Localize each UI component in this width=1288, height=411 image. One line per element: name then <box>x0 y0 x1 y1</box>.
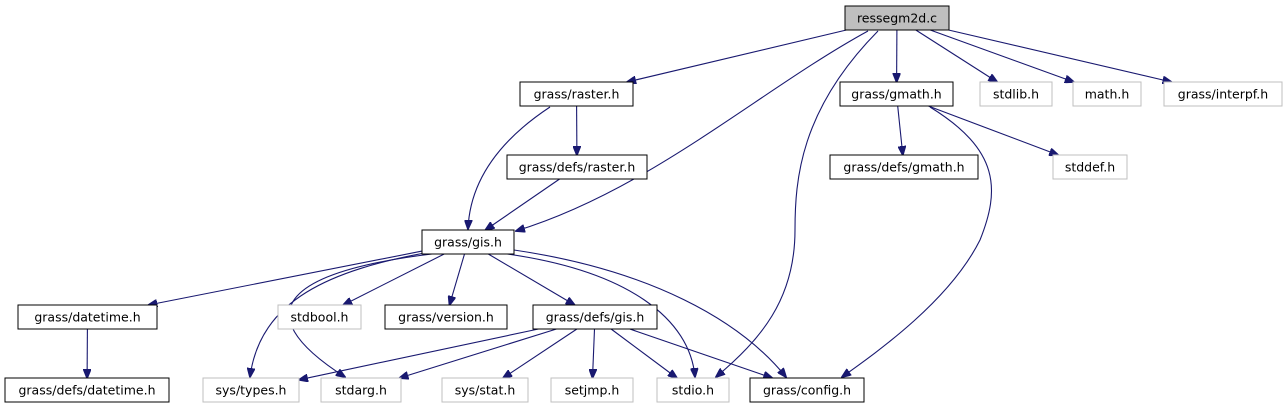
node-label: stddef.h <box>1065 160 1115 175</box>
edge-defsgis-to-systypes <box>299 328 539 380</box>
node-box <box>384 304 508 330</box>
node-sysstat: sys/stat.h <box>441 377 529 403</box>
edge-defsraster-to-gis <box>485 178 560 230</box>
node-box <box>979 81 1053 107</box>
edge-defsgis-to-stdio <box>610 328 677 378</box>
node-label: stdio.h <box>672 383 714 398</box>
edge-gis-to-stdarg <box>288 252 441 377</box>
edge-defsgis-to-config <box>629 328 772 378</box>
edge-root-to-gis <box>516 30 869 231</box>
node-gmath[interactable]: grass/gmath.h <box>839 81 954 107</box>
node-box <box>829 154 979 180</box>
edge-gis-to-defsgis <box>488 253 574 305</box>
node-defsgmath[interactable]: grass/defs/gmath.h <box>829 154 979 180</box>
node-label: grass/defs/gmath.h <box>843 160 964 175</box>
node-label: grass/gmath.h <box>851 87 941 102</box>
node-raster[interactable]: grass/raster.h <box>519 81 634 107</box>
node-gis[interactable]: grass/gis.h <box>421 229 515 255</box>
node-math: math.h <box>1072 81 1142 107</box>
node-box <box>532 304 658 330</box>
node-config[interactable]: grass/config.h <box>749 377 865 403</box>
node-box <box>202 377 300 403</box>
node-label: grass/defs/datetime.h <box>18 383 155 398</box>
node-box <box>320 377 402 403</box>
node-stdlib: stdlib.h <box>979 81 1053 107</box>
edge-root-to-interpf <box>948 29 1172 82</box>
node-box <box>749 377 865 403</box>
node-label: grass/raster.h <box>534 87 620 102</box>
node-datetime[interactable]: grass/datetime.h <box>17 304 158 330</box>
edge-root-to-math <box>930 29 1074 82</box>
node-box <box>519 81 634 107</box>
node-box <box>550 377 634 403</box>
node-box <box>839 81 954 107</box>
node-label: grass/version.h <box>398 310 494 325</box>
node-label: grass/defs/gis.h <box>546 310 645 325</box>
node-box <box>277 304 362 330</box>
edges-layer <box>87 29 1172 380</box>
edge-root-to-raster <box>627 29 847 82</box>
node-label: stdlib.h <box>993 87 1039 102</box>
node-box <box>844 5 950 31</box>
node-label: ressegm2d.c <box>857 11 937 26</box>
node-label: grass/datetime.h <box>34 310 140 325</box>
node-box <box>1163 81 1283 107</box>
node-label: grass/config.h <box>763 383 851 398</box>
node-label: grass/gis.h <box>434 235 502 250</box>
node-stddef: stddef.h <box>1052 154 1128 180</box>
node-stdio: stdio.h <box>656 377 730 403</box>
edge-raster-to-gis <box>468 106 551 229</box>
node-label: grass/defs/raster.h <box>519 160 636 175</box>
edge-gis-to-stdbool <box>343 253 445 305</box>
node-box <box>1052 154 1128 180</box>
node-box <box>421 229 515 255</box>
node-box <box>17 304 158 330</box>
node-box <box>656 377 730 403</box>
node-box <box>441 377 529 403</box>
node-interpf: grass/interpf.h <box>1163 81 1283 107</box>
edge-gis-to-version <box>450 253 466 305</box>
node-label: stdbool.h <box>291 310 349 325</box>
edge-root-to-stdio <box>716 30 879 377</box>
edge-root-to-stdlib <box>915 29 997 82</box>
node-version[interactable]: grass/version.h <box>384 304 508 330</box>
node-systypes: sys/types.h <box>202 377 300 403</box>
node-stdbool: stdbool.h <box>277 304 362 330</box>
edge-gmath-to-defsgmath <box>897 105 903 155</box>
node-stdarg: stdarg.h <box>320 377 402 403</box>
edge-gmath-to-config <box>842 106 993 377</box>
node-label: sys/stat.h <box>455 383 516 398</box>
node-box <box>4 377 170 403</box>
node-setjmp: setjmp.h <box>550 377 634 403</box>
node-box <box>1072 81 1142 107</box>
node-defsdatetime[interactable]: grass/defs/datetime.h <box>4 377 170 403</box>
node-label: grass/interpf.h <box>1178 87 1268 102</box>
edge-gis-to-datetime <box>148 250 423 305</box>
edge-gis-to-stdio <box>499 252 695 377</box>
nodes-layer: ressegm2d.c grass/raster.h grass/gmath.h st… <box>4 5 1283 403</box>
edge-defsgis-to-sysstat <box>503 328 578 378</box>
edge-gmath-to-stddef <box>928 105 1058 155</box>
node-defsraster[interactable]: grass/defs/raster.h <box>506 154 648 180</box>
node-root[interactable]: ressegm2d.c <box>844 5 950 31</box>
node-label: setjmp.h <box>565 383 620 398</box>
node-defsgis[interactable]: grass/defs/gis.h <box>532 304 658 330</box>
edge-defsgis-to-setjmp <box>593 328 595 378</box>
node-label: math.h <box>1085 87 1130 102</box>
node-label: sys/types.h <box>216 383 287 398</box>
edge-gis-to-config <box>513 249 786 377</box>
edge-defsgis-to-stdarg <box>400 328 557 378</box>
node-label: stdarg.h <box>335 383 387 398</box>
node-box <box>506 154 648 180</box>
